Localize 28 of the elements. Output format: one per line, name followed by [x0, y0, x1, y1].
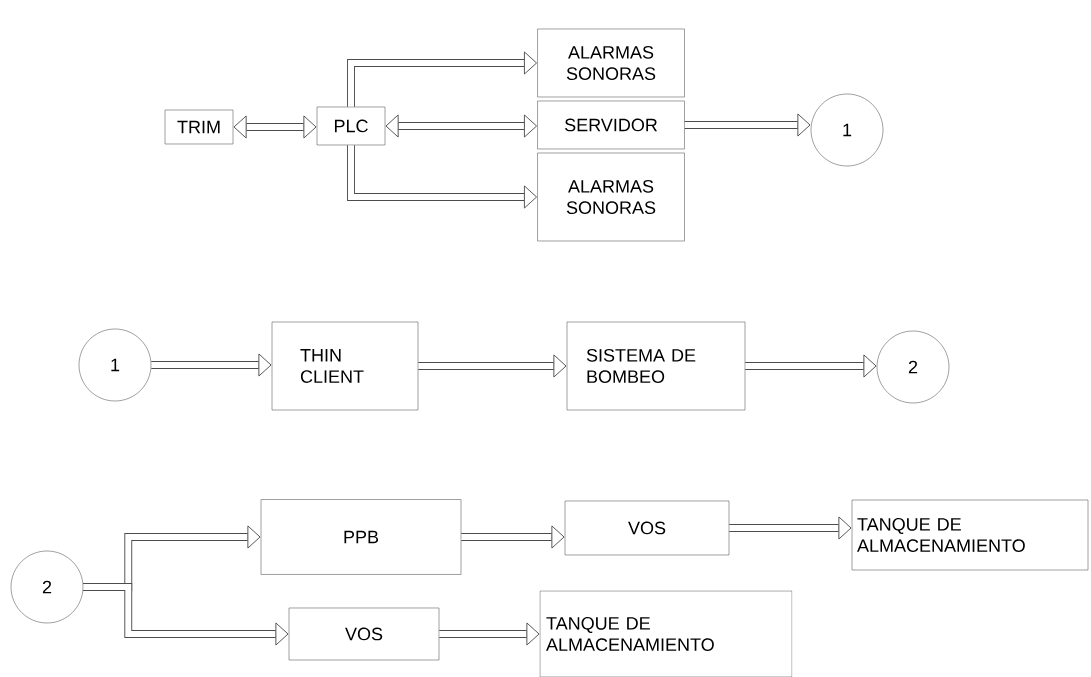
block-arrow — [347, 145, 538, 209]
block-arrow — [418, 354, 567, 378]
block-arrow — [745, 354, 877, 378]
block-arrow — [684, 113, 811, 137]
process-box: TANQUE DE ALMACENAMIENTO — [539, 590, 793, 677]
process-box: ALARMAS SONORAS — [537, 28, 685, 98]
block-arrow — [439, 622, 540, 646]
circle-connector: 1 — [810, 93, 884, 167]
block-arrow — [347, 51, 538, 107]
circle-connector: 2 — [10, 550, 84, 624]
process-box: ALARMAS SONORAS — [537, 152, 685, 242]
block-arrow — [151, 353, 272, 377]
process-box: TRIM — [164, 109, 234, 145]
process-box: PPB — [260, 499, 462, 575]
block-arrow — [385, 114, 538, 138]
process-box: THIN CLIENT — [271, 321, 419, 411]
process-box: SERVIDOR — [537, 100, 685, 150]
process-box: VOS — [288, 607, 440, 661]
process-box: SISTEMA DE BOMBEO — [566, 321, 746, 411]
process-box: VOS — [564, 500, 730, 556]
circle-connector: 1 — [78, 328, 152, 402]
block-arrow — [729, 516, 852, 540]
process-box: PLC — [316, 106, 386, 146]
block-arrow — [233, 115, 317, 139]
circle-connector: 2 — [876, 330, 950, 404]
block-arrow — [461, 525, 565, 549]
block-arrow — [83, 583, 289, 646]
process-box: TANQUE DE ALMACENAMIENTO — [851, 499, 1089, 571]
